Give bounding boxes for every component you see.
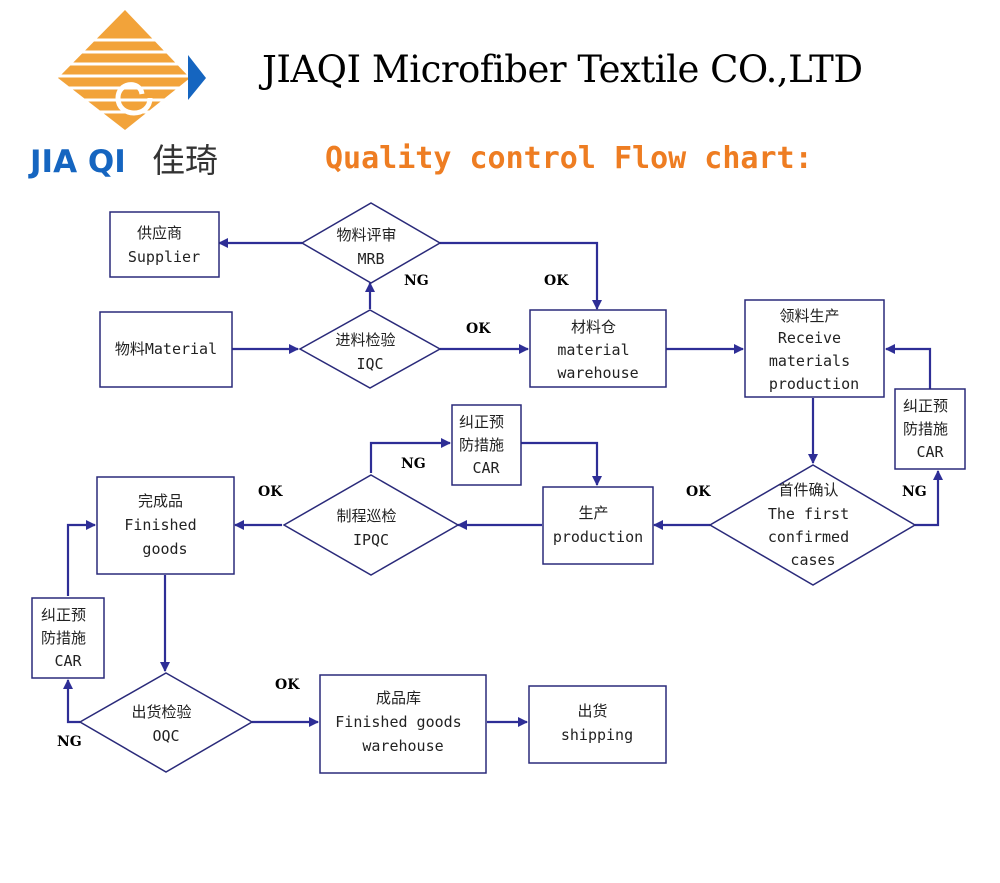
- connectors: [63, 238, 943, 727]
- shipping-label: 出货 shipping: [561, 702, 633, 744]
- logo-swirl: [115, 82, 153, 116]
- mrb-label: 物料评审 MRB: [336, 226, 405, 268]
- company-logo: JIA QI 佳琦: [28, 10, 218, 180]
- arrow-first-confirmed-to-car-right: [915, 470, 943, 527]
- mrb-diamond: [300, 202, 442, 284]
- flow-label-ng-first-confirmed: NG: [902, 484, 927, 500]
- material-box: [99, 311, 233, 388]
- arrow-car-middle-to-production: [521, 441, 602, 486]
- flow-label-ok-iqc: OK: [466, 321, 491, 337]
- material-warehouse-label: 材料仓 material warehouse: [557, 318, 638, 382]
- iqc-label: 进料检验 IQC: [335, 331, 404, 373]
- flow-label-ng-ipqc: NG: [401, 456, 426, 472]
- first-confirmed-diamond: [708, 464, 917, 586]
- ipqc-diamond: [282, 474, 460, 576]
- arrow-oqc-to-car-left: [63, 679, 80, 724]
- flow-label-ok-ipqc: OK: [258, 484, 283, 500]
- logo-arrow-icon: [188, 55, 206, 100]
- car-middle-box: [451, 404, 522, 486]
- arrow-mrb-to-warehouse: [440, 241, 602, 310]
- finished-goods-box: [96, 476, 235, 575]
- finished-goods-warehouse-box: [319, 674, 487, 774]
- flow-label-ok-first-confirmed: OK: [686, 484, 711, 500]
- first-confirmed-label: 首件确认 The first confirmed cases: [768, 481, 858, 569]
- arrow-car-left-to-finished-goods: [66, 520, 96, 596]
- production-label: 生产 production: [553, 504, 643, 546]
- ipqc-label: 制程巡检 IPQC: [336, 507, 405, 549]
- receive-materials-box: [744, 299, 885, 398]
- receive-materials-label: 领料生产 Receive materials production: [769, 307, 859, 393]
- car-left-box: [31, 597, 105, 679]
- finished-goods-warehouse-label: 成品库 Finished goods warehouse: [335, 689, 470, 755]
- arrow-ipqc-to-car-middle: [369, 438, 451, 473]
- shapes: [31, 202, 966, 774]
- supplier-label: 供应商 Supplier: [128, 224, 200, 266]
- production-box: [542, 486, 654, 565]
- oqc-label: 出货检验 OQC: [131, 703, 200, 745]
- shipping-box: [528, 685, 667, 764]
- oqc-diamond: [78, 672, 254, 773]
- arrow-car-right-to-receive: [885, 344, 932, 389]
- flow-label-ng-oqc: NG: [57, 734, 82, 750]
- flow-labels: NG OK OK NG OK OK NG OK NG: [57, 273, 927, 750]
- company-name: JIAQI Microfiber Textile CO.,LTD: [258, 48, 863, 91]
- car-left-label: 纠正预 防措施 CAR: [41, 606, 95, 670]
- car-right-box: [894, 388, 966, 470]
- logo-chinese-text: 佳琦: [152, 141, 218, 180]
- logo-stripes: [55, 38, 195, 114]
- flow-label-ok-oqc: OK: [275, 677, 300, 693]
- logo-text: JIA QI: [28, 144, 126, 180]
- finished-goods-label: 完成品 Finished goods: [124, 492, 205, 558]
- chart-title: Quality control Flow chart:: [325, 141, 813, 176]
- car-right-label: 纠正预 防措施 CAR: [903, 397, 957, 461]
- material-label: 物料Material: [115, 340, 217, 358]
- material-warehouse-box: [529, 309, 667, 388]
- supplier-box: [109, 211, 220, 278]
- flow-label-ok-mrb: OK: [544, 273, 569, 289]
- car-middle-label: 纠正预 防措施 CAR: [459, 413, 513, 477]
- node-labels: 供应商 Supplier 物料评审 MRB 物料Material 进料检验 IQ…: [41, 224, 957, 755]
- iqc-diamond: [298, 309, 442, 389]
- flow-label-ng-mrb: NG: [404, 273, 429, 289]
